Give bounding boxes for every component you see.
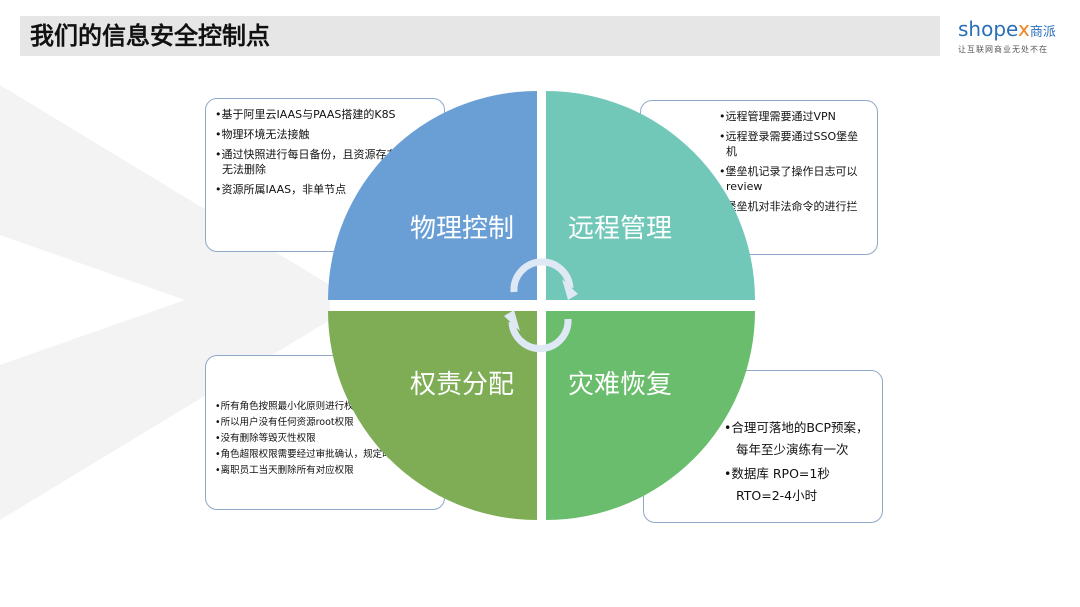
list-item: 所以用户没有任何资源root权限 [215, 416, 438, 430]
list-item: 所有角色按照最小化原则进行权限分配 [215, 400, 438, 414]
logo-tagline: 让互联网商业无处不在 [958, 45, 1048, 54]
shopex-logo: shopex商派 让互联网商业无处不在 [958, 18, 1068, 58]
list-item: 基于阿里云IAAS与PAAS搭建的K8S [215, 107, 436, 122]
list-item: 远程管理需要通过VPN [719, 109, 869, 124]
list-item: 堡垒机记录了操作日志可以review [719, 164, 869, 194]
list-item: 资源所属IAAS，非单节点 [215, 182, 436, 197]
quadrant-label-recovery: 灾难恢复 [568, 370, 672, 400]
list-item: 没有删除等毁灭性权限 [215, 432, 438, 446]
quadrant-physical-control [328, 91, 537, 300]
list-item: 物理环境无法接触 [215, 127, 436, 142]
quadrant-disaster-recovery [546, 311, 755, 520]
page-title: 我们的信息安全控制点 [30, 22, 270, 50]
quadrant-label-physical: 物理控制 [410, 214, 514, 244]
logo-wordmark: shopex商派 [958, 17, 1056, 41]
title-bar: 我们的信息安全控制点 [20, 16, 940, 56]
list-item: 离职员工当天删除所有对应权限 [215, 464, 438, 478]
quadrant-authority-allocation [328, 311, 537, 520]
quadrant-label-remote: 远程管理 [568, 214, 672, 244]
list-item: 堡垒机对非法命令的进行拦 [719, 199, 869, 214]
quadrant-label-authority: 权责分配 [410, 370, 514, 400]
list-item: 数据库 RPO=1秒 RTO=2-4小时 [724, 463, 874, 507]
list-item: 角色超限权限需要经过审批确认，规定时间内收回 [215, 448, 438, 462]
quadrant-remote-management [546, 91, 755, 300]
list-item: 远程登录需要通过SSO堡垒机 [719, 129, 869, 159]
list-item: 通过快照进行每日备份，且资源存在情况下无法删除 [215, 147, 436, 177]
cycle-arrows-icon [504, 258, 578, 352]
list-item: 合理可落地的BCP预案，每年至少演练有一次 [724, 417, 874, 461]
